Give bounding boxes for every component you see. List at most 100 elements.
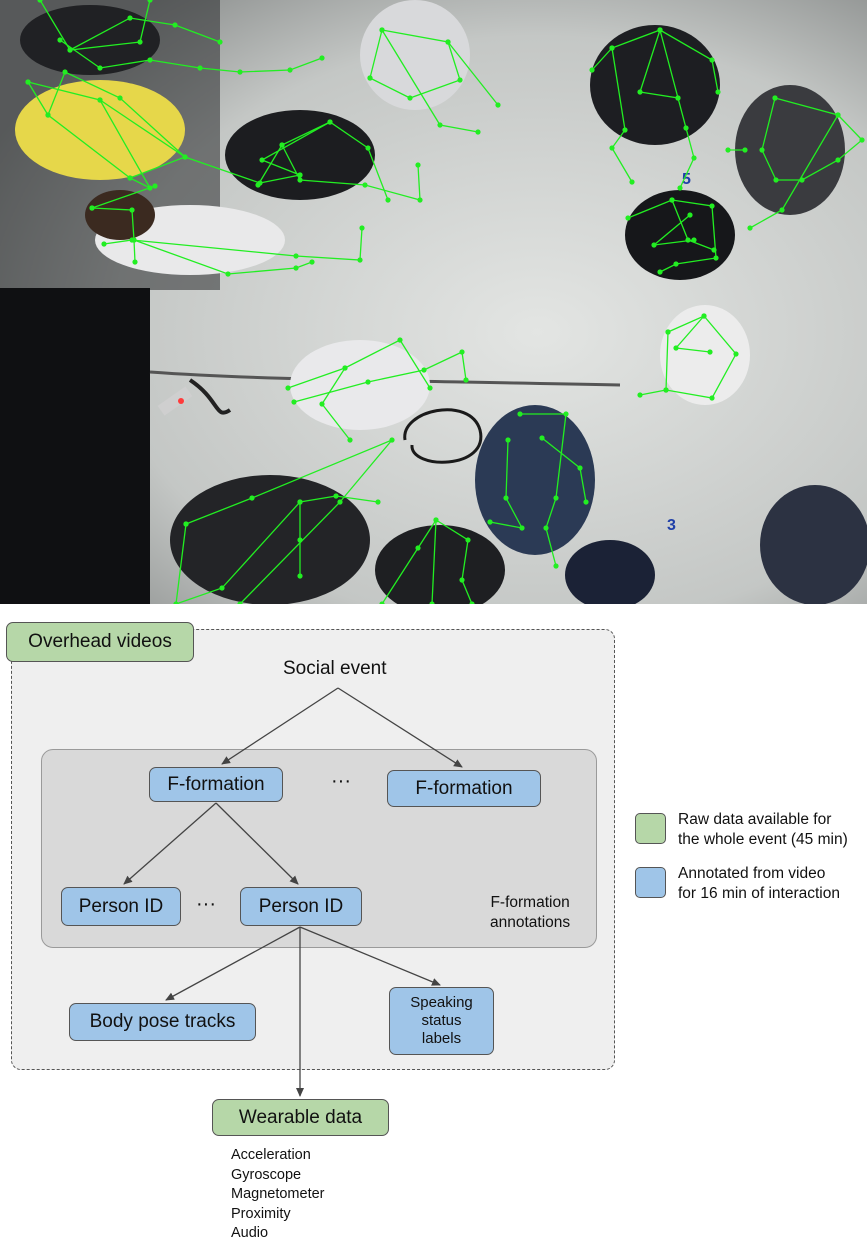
keypoint bbox=[673, 261, 679, 267]
skeleton bbox=[447, 41, 499, 106]
keypoint bbox=[683, 125, 689, 131]
speaking-status-line: labels bbox=[421, 1030, 462, 1047]
person-dark bbox=[375, 525, 505, 604]
keypoint bbox=[297, 573, 303, 579]
keypoint bbox=[101, 241, 107, 247]
keypoint bbox=[297, 537, 303, 543]
keypoint bbox=[799, 177, 805, 183]
keypoint bbox=[609, 45, 615, 51]
skeleton bbox=[287, 339, 431, 389]
keypoint bbox=[637, 392, 643, 398]
keypoint bbox=[687, 212, 693, 218]
keypoint bbox=[379, 601, 385, 604]
keypoint bbox=[759, 147, 765, 153]
skeleton bbox=[133, 239, 136, 263]
floor-marker: 3 bbox=[667, 517, 676, 534]
keypoint bbox=[407, 95, 413, 101]
keypoint bbox=[249, 495, 255, 501]
keypoint bbox=[67, 47, 73, 53]
fformation-ellipsis: ··· bbox=[331, 770, 351, 792]
keypoint bbox=[397, 337, 403, 343]
keypoint bbox=[691, 155, 697, 161]
fformation-box-1: F-formation bbox=[149, 767, 283, 802]
keypoint bbox=[342, 365, 348, 371]
pose-keypoints bbox=[25, 0, 865, 604]
keypoint bbox=[663, 387, 669, 393]
keypoint bbox=[673, 345, 679, 351]
keypoint bbox=[333, 493, 339, 499]
legend-annotated-label: Annotated from video for 16 min of inter… bbox=[678, 864, 840, 904]
person-navy bbox=[760, 485, 867, 604]
skeleton bbox=[659, 29, 679, 99]
cable bbox=[188, 378, 232, 415]
keypoint bbox=[379, 27, 385, 33]
skeleton bbox=[627, 199, 717, 273]
keypoint bbox=[629, 179, 635, 185]
keypoint bbox=[173, 601, 179, 604]
keypoint bbox=[437, 122, 443, 128]
keypoint bbox=[657, 27, 663, 33]
keypoint bbox=[445, 39, 451, 45]
person-white bbox=[660, 305, 750, 405]
keypoint bbox=[359, 225, 365, 231]
keypoint bbox=[25, 79, 31, 85]
keypoint bbox=[147, 185, 153, 191]
keypoint bbox=[709, 395, 715, 401]
keypoint bbox=[327, 119, 333, 125]
overhead-videos-label: Overhead videos bbox=[6, 622, 194, 662]
wearable-item: Acceleration bbox=[231, 1147, 311, 1163]
keypoint bbox=[127, 175, 133, 181]
keypoint bbox=[487, 519, 493, 525]
keypoint bbox=[127, 15, 133, 21]
floor-marker: 5 bbox=[682, 171, 691, 188]
people bbox=[15, 0, 867, 604]
cable-coil bbox=[403, 408, 483, 464]
body-pose-box: Body pose tracks bbox=[69, 1003, 256, 1041]
person-id-box-2: Person ID bbox=[240, 887, 362, 926]
led-light bbox=[178, 398, 184, 404]
keypoint bbox=[733, 351, 739, 357]
skeleton bbox=[665, 315, 737, 399]
keypoint bbox=[319, 401, 325, 407]
person-dark bbox=[225, 110, 375, 200]
keypoint bbox=[117, 95, 123, 101]
keypoint bbox=[701, 313, 707, 319]
keypoint bbox=[287, 67, 293, 73]
keypoint bbox=[553, 563, 559, 569]
person-light bbox=[360, 0, 470, 110]
skeleton bbox=[431, 519, 437, 604]
keypoint bbox=[669, 197, 675, 203]
keypoint bbox=[779, 207, 785, 213]
keypoint bbox=[279, 142, 285, 148]
keypoint bbox=[475, 129, 481, 135]
keypoint bbox=[285, 385, 291, 391]
skeleton bbox=[639, 389, 667, 396]
keypoint bbox=[385, 197, 391, 203]
keypoint bbox=[347, 437, 353, 443]
keypoint bbox=[685, 237, 691, 243]
keypoint bbox=[677, 185, 683, 191]
keypoint bbox=[563, 411, 569, 417]
fformation-annotations-label: F-formation annotations bbox=[490, 893, 570, 933]
keypoint bbox=[637, 89, 643, 95]
keypoint bbox=[367, 75, 373, 81]
fformation-annotations-line: annotations bbox=[490, 914, 571, 931]
skeleton bbox=[47, 71, 301, 184]
fformation-annotations-line: F-formation bbox=[490, 894, 570, 911]
keypoint bbox=[293, 253, 299, 259]
skeleton bbox=[761, 97, 863, 181]
keypoint bbox=[519, 525, 525, 531]
keypoint bbox=[459, 577, 465, 583]
keypoint bbox=[465, 537, 471, 543]
keypoint bbox=[259, 157, 265, 163]
keypoint bbox=[137, 39, 143, 45]
keypoint bbox=[495, 102, 501, 108]
keypoint bbox=[773, 177, 779, 183]
keypoint bbox=[543, 525, 549, 531]
keypoint bbox=[469, 601, 475, 604]
skeleton bbox=[639, 29, 695, 189]
keypoint bbox=[97, 65, 103, 71]
keypoint bbox=[291, 399, 297, 405]
keypoint bbox=[707, 349, 713, 355]
keypoint bbox=[255, 182, 261, 188]
